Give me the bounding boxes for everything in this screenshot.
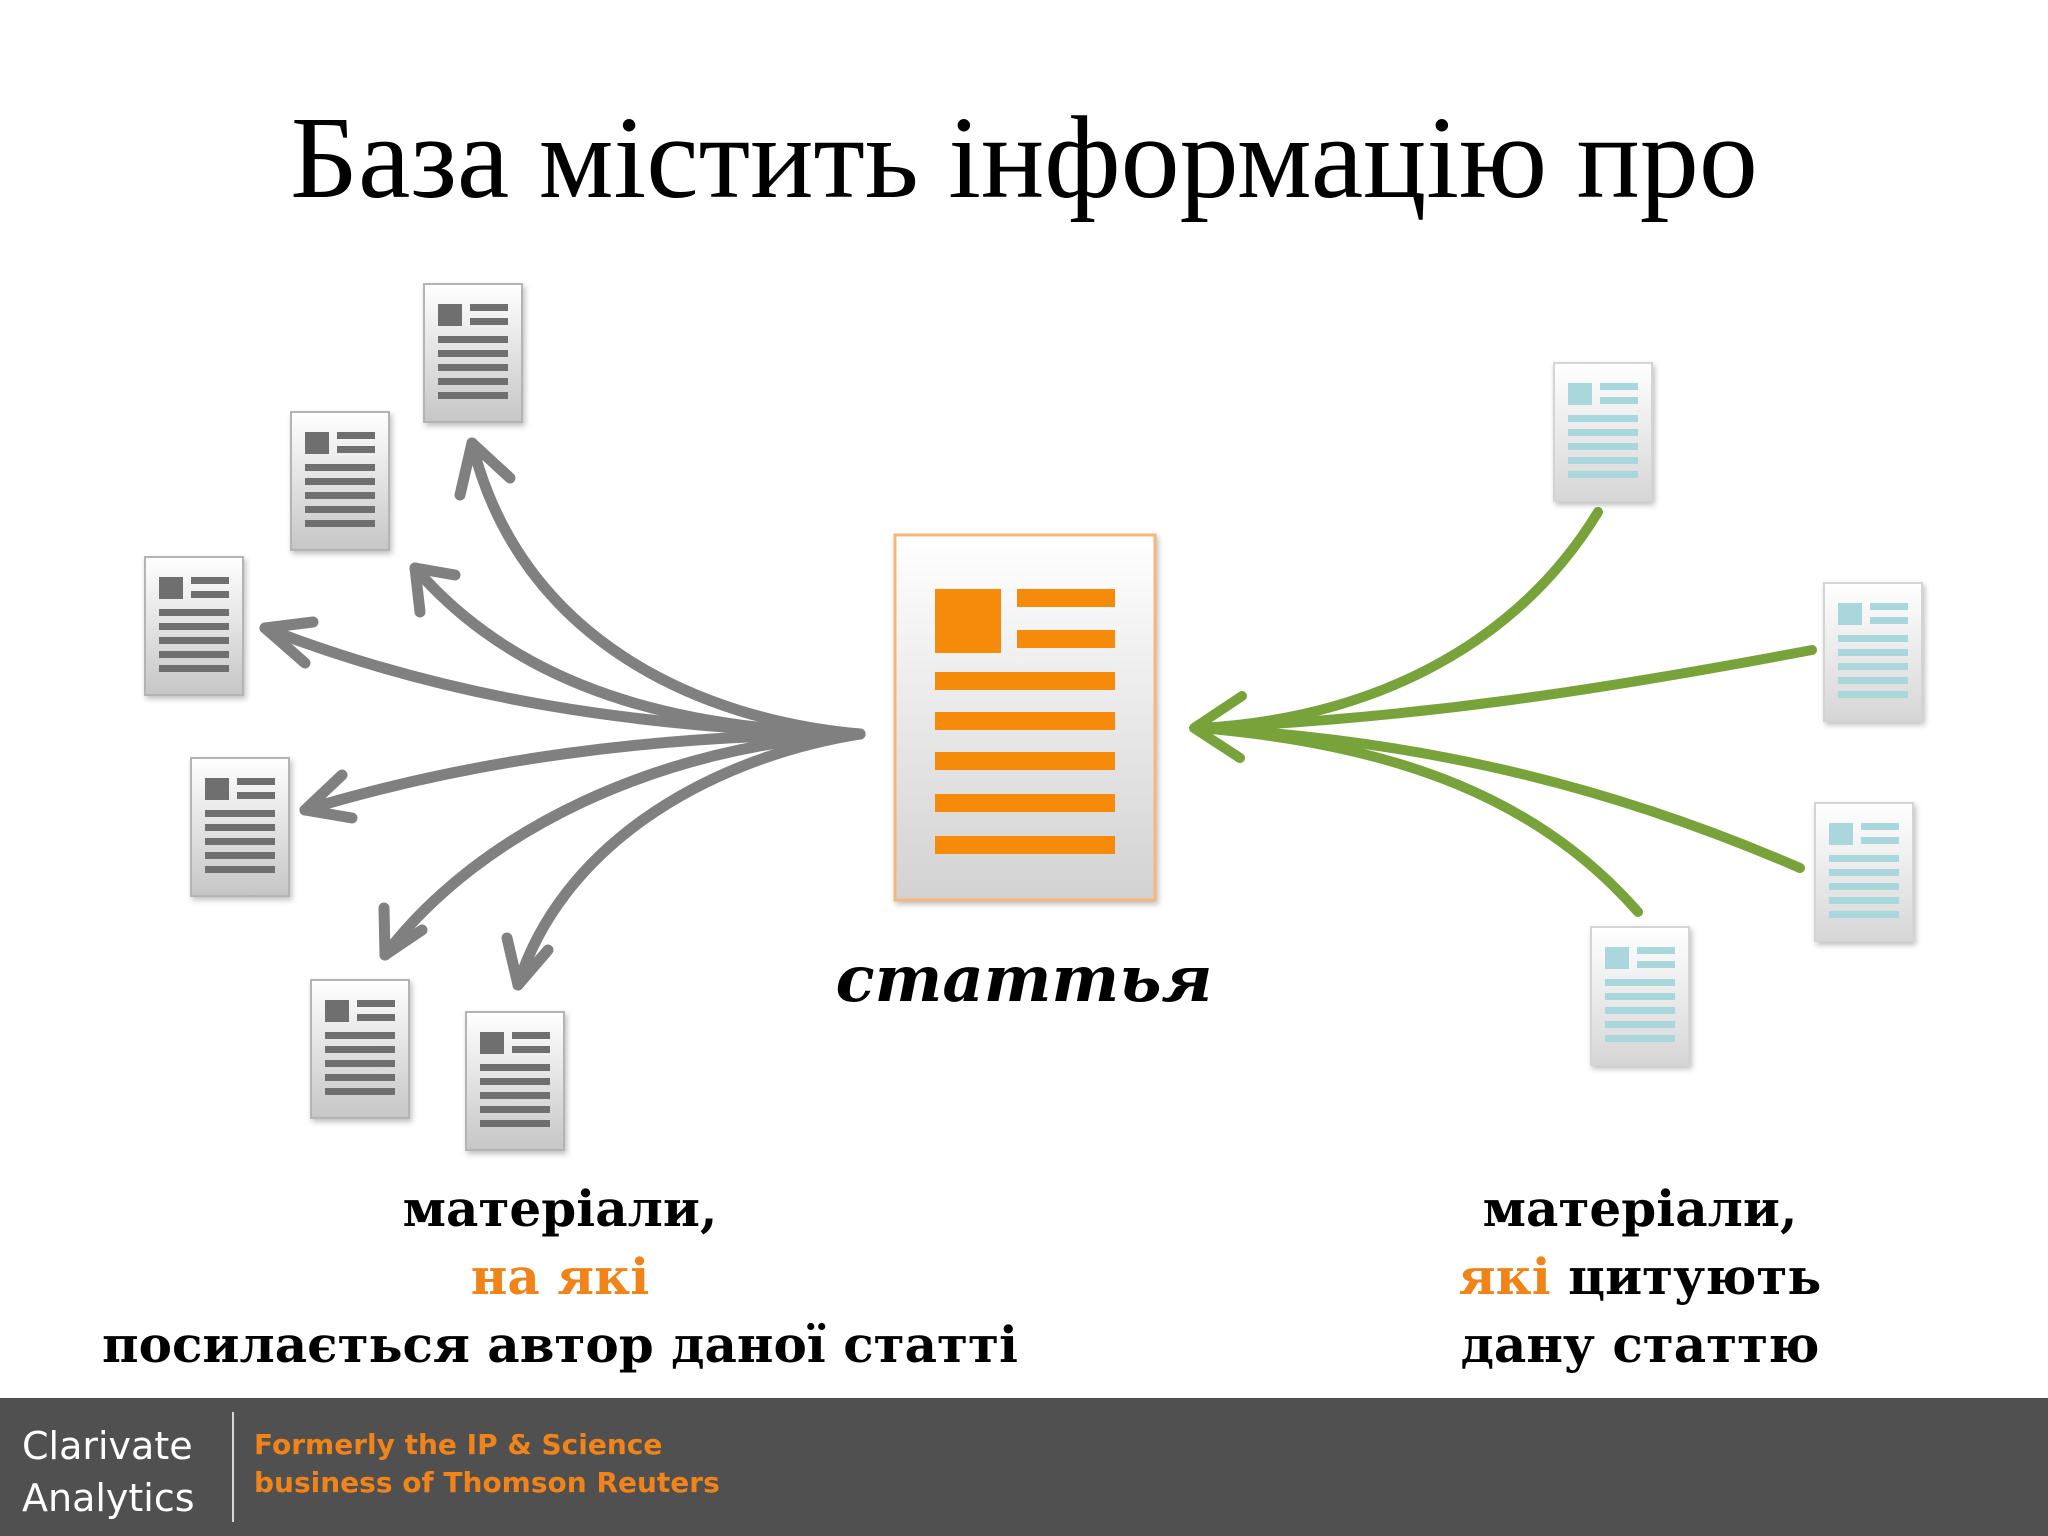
citing-document-icon (1823, 582, 1923, 722)
reference-arrow (299, 728, 866, 816)
reference-document-icon (290, 411, 390, 551)
reference-arrow (512, 728, 866, 991)
reference-arrow-head (409, 562, 461, 618)
article-document-icon (893, 533, 1157, 902)
citing-documents (1553, 362, 1923, 1066)
brand-name-line: Analytics (22, 1476, 195, 1520)
citations-caption-line: дану статтю (1460, 1315, 1820, 1374)
citations-caption-text: цитують (1550, 1247, 1822, 1306)
formerly-line: business of Thomson Reuters (254, 1466, 720, 1499)
reference-document-icon (423, 283, 523, 423)
citing-arrow-head (1189, 691, 1247, 763)
reference-document-icon (465, 1011, 565, 1151)
references-caption-line: матеріали, (402, 1179, 718, 1238)
references-caption: матеріали, на які посилається автор дано… (20, 1175, 1100, 1379)
citing-document-icon (1814, 802, 1914, 942)
reference-document-icon (310, 979, 410, 1119)
reference-document-icon (144, 556, 244, 696)
footer-bar: Clarivate Analytics Formerly the IP & Sc… (0, 1398, 2048, 1536)
brand-name-line: Clarivate (22, 1424, 193, 1468)
citing-arrow (1195, 645, 1817, 733)
citations-caption-line: які цитують (1360, 1243, 1920, 1311)
reference-arrow-head (378, 902, 428, 961)
reference-arrow (259, 622, 866, 740)
reference-arrows (259, 437, 866, 991)
reference-arrow (379, 728, 866, 961)
reference-arrow-head (501, 932, 554, 991)
references-caption-highlight: на які (470, 1247, 650, 1306)
formerly-line: Formerly the IP & Science (254, 1428, 663, 1461)
references-caption-line: посилається автор даної статті (102, 1315, 1018, 1374)
reference-document-icon (190, 757, 290, 897)
reference-arrow-head (299, 769, 358, 824)
brand-logo: Clarivate Analytics (22, 1420, 195, 1524)
footer-divider (232, 1412, 234, 1522)
citations-caption: матеріали, які цитують дану статтю (1360, 1175, 1920, 1379)
citing-document-icon (1553, 362, 1653, 502)
citations-caption-line: матеріали, (1482, 1179, 1798, 1238)
reference-arrow (466, 437, 866, 740)
page-title: База містить інформацію про (290, 92, 1758, 223)
reference-arrow-head (259, 616, 319, 669)
citing-arrow (1195, 723, 1805, 873)
reference-arrow-head (454, 437, 516, 501)
citing-arrows (1189, 507, 1817, 917)
formerly-text: Formerly the IP & Science business of Th… (254, 1426, 720, 1502)
reference-documents (144, 283, 565, 1151)
citations-caption-highlight: які (1458, 1247, 1551, 1306)
reference-arrow (409, 562, 866, 740)
article-label: статтья (835, 942, 1213, 1017)
citing-arrow (1195, 723, 1643, 917)
citing-document-icon (1590, 926, 1690, 1066)
